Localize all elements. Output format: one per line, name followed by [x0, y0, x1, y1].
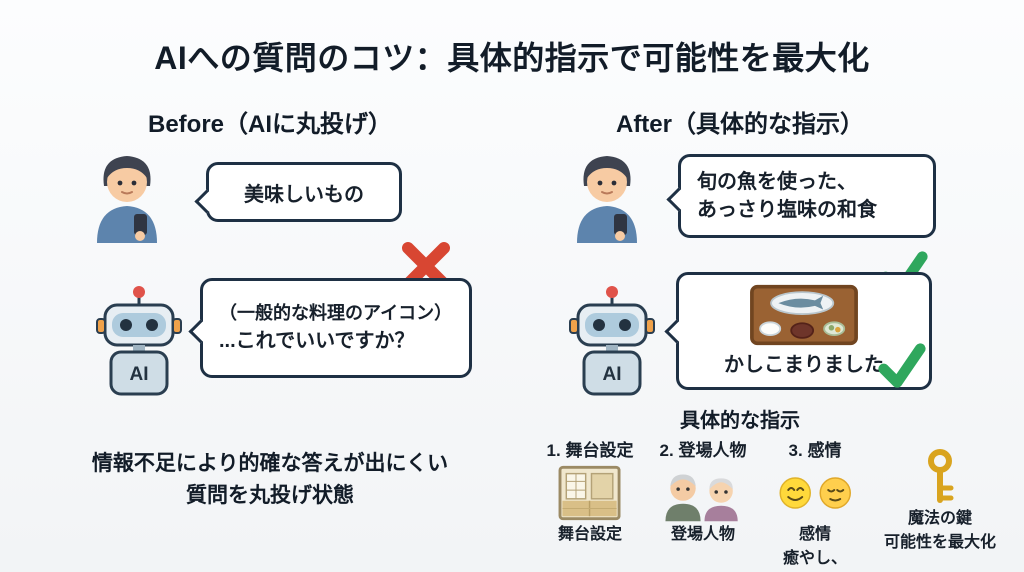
bubble-tail: [664, 319, 689, 344]
after-user-bubble-line2: あっさり塩味の和食: [697, 199, 877, 221]
after-robot-bubble-text: かしこまりました: [724, 354, 884, 376]
after-robot-avatar: AI: [568, 283, 656, 398]
instruction-label: 3. 感情: [788, 441, 842, 460]
instruction-caption: 癒やし、: [782, 549, 847, 567]
after-heading: After（具体的な指示）: [615, 111, 864, 138]
japanese-meal-tray-icon: [746, 283, 862, 347]
before-robot-bubble: （一般的な料理のアイコン） ...これでいいですか？: [188, 278, 472, 378]
instruction-label: 2. 登場人物: [659, 441, 747, 460]
key-caption-line2: 可能性を最大化: [883, 533, 997, 551]
instruction-label: 1. 舞台設定: [546, 441, 634, 460]
bubble-tail: [188, 319, 213, 344]
green-check-icon: [876, 340, 928, 392]
robot-chest-label: AI: [130, 364, 149, 385]
before-user-bubble: 美味しいもの: [194, 162, 402, 222]
before-robot-bubble-line1: （一般的な料理のアイコン）: [219, 303, 453, 324]
instruction-caption: 舞台設定: [557, 526, 622, 543]
before-heading: Before（AIに丸投げ）: [147, 111, 393, 138]
before-robot-avatar: AI: [95, 283, 183, 398]
before-footer-line1: 情報不足により的確な答えが出にくい: [91, 452, 449, 475]
robot-chest-label: AI: [603, 364, 622, 385]
instruction-item-emotion: 3. 感情 感情 癒やし、 リラックス: [775, 436, 855, 572]
instruction-caption: 感情: [798, 526, 831, 543]
instruction-caption: 登場人物: [670, 526, 735, 543]
instruction-item-characters: 2. 登場人物 登場人物: [660, 436, 747, 546]
emotion-faces-icon: [777, 464, 853, 522]
tatami-room-icon: [559, 464, 621, 522]
before-user-bubble-text: 美味しいもの: [244, 183, 364, 206]
key-icon: [920, 448, 960, 506]
elderly-couple-icon: [662, 464, 744, 522]
after-user-avatar: [572, 148, 642, 243]
instruction-item-stage-setting: 1. 舞台設定 舞台設定: [547, 436, 634, 546]
bubble-tail: [666, 187, 691, 212]
before-footer-line2: 質問を丸投げ状態: [186, 483, 354, 507]
key-caption-line1: 魔法の鍵: [907, 510, 973, 527]
before-user-avatar: [92, 148, 162, 243]
before-robot-bubble-line2: ...これでいいですか？: [219, 329, 415, 352]
after-user-bubble-line1: 旬の魚を使った、: [697, 171, 857, 193]
before-footer: 情報不足により的確な答えが出にくい 質問を丸投げ状態: [20, 448, 520, 511]
page-title: AIへの質問のコツ：具体的指示で可能性を最大化: [154, 40, 870, 76]
magic-key-group: 魔法の鍵 可能性を最大化: [884, 448, 996, 554]
after-user-bubble: 旬の魚を使った、 あっさり塩味の和食: [666, 154, 936, 238]
bubble-tail: [194, 189, 219, 214]
instructions-heading: 具体的な指示: [680, 410, 800, 432]
